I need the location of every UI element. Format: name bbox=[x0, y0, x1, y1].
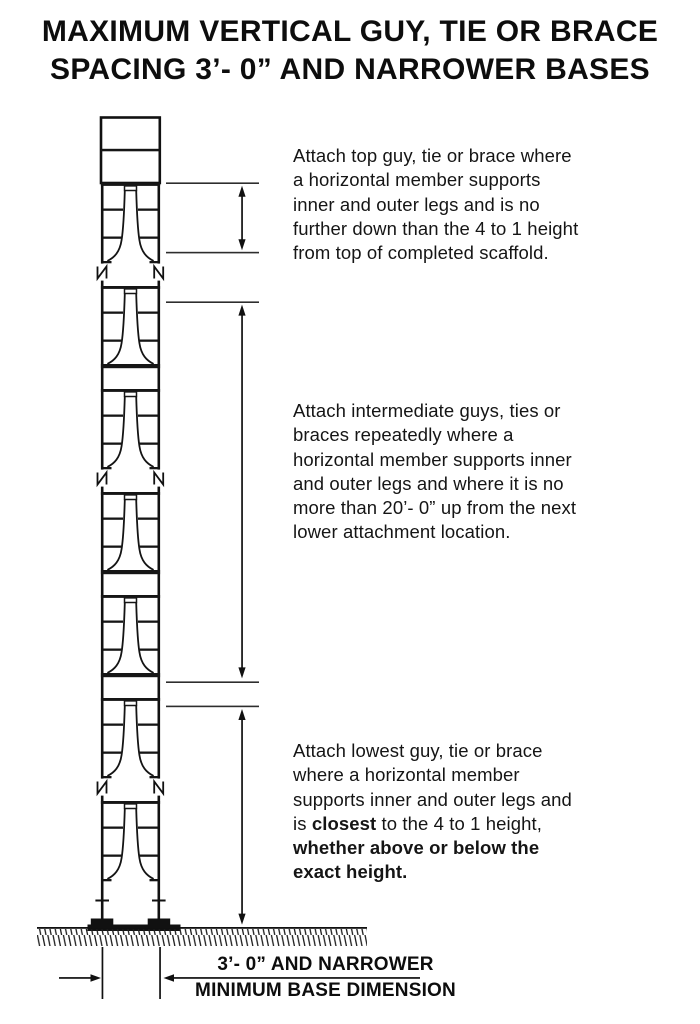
annotation-line: Attach lowest guy, tie or brace bbox=[293, 740, 543, 761]
base-extension-lines bbox=[101, 947, 161, 999]
annotation-line: whether above or below the bbox=[293, 837, 540, 859]
ground-line bbox=[37, 927, 367, 929]
annotation-line: horizontal member supports inner bbox=[293, 448, 572, 470]
annotation-line: lower attachment location. bbox=[293, 521, 511, 543]
page-title: MAXIMUM VERTICAL GUY, TIE OR BRACE SPACI… bbox=[0, 13, 700, 89]
page-title-line2: SPACING 3’- 0” AND NARROWER BASES bbox=[50, 53, 650, 86]
scaffold-frames bbox=[100, 182, 162, 880]
annotation-line: and outer legs and where it is no bbox=[293, 472, 564, 494]
annotation-line: braces repeatedly where a bbox=[293, 424, 514, 446]
base-dimension-label: 3’- 0” AND NARROWER bbox=[217, 954, 434, 975]
intermediate-dimension-arrow bbox=[238, 304, 246, 679]
annotation-lowest-guy: Attach lowest guy, tie or brace where a … bbox=[293, 739, 638, 885]
annotation-line: further down than the 4 to 1 height bbox=[293, 217, 579, 239]
attachment-level-lines bbox=[166, 182, 259, 708]
scaffold-top-cap bbox=[99, 116, 162, 185]
page-title-line1: MAXIMUM VERTICAL GUY, TIE OR BRACE bbox=[41, 15, 659, 48]
frame-corner-stubs bbox=[103, 261, 158, 882]
annotation-top-guy: Attach top guy, tie or brace where a hor… bbox=[293, 144, 638, 265]
base-plates bbox=[90, 918, 171, 925]
top-guy-dimension-arrow bbox=[238, 185, 246, 251]
minimum-base-label: MINIMUM BASE DIMENSION bbox=[195, 980, 456, 1001]
annotation-line: Attach top guy, tie or brace where bbox=[293, 145, 572, 166]
annotation-line: inner and outer legs and is no bbox=[293, 193, 540, 215]
annotation-line: Attach intermediate guys, ties or bbox=[293, 400, 561, 421]
frame-bearer-rails bbox=[100, 364, 161, 678]
annotation-line: more than 20’- 0” up from the next bbox=[293, 497, 577, 519]
scaffold-legs bbox=[100, 117, 161, 923]
ground-hatch bbox=[37, 929, 367, 946]
annotation-line: is closest to the 4 to 1 height, bbox=[293, 812, 543, 834]
screw-jack-ticks bbox=[95, 899, 166, 902]
base-width-arrow-left bbox=[59, 974, 101, 982]
lowest-guy-dimension-arrow bbox=[238, 709, 246, 925]
annotation-line: exact height. bbox=[293, 861, 408, 883]
base-width-arrow-right bbox=[163, 974, 420, 982]
annotation-intermediate-guys: Attach intermediate guys, ties or braces… bbox=[293, 399, 643, 545]
annotation-line: where a horizontal member bbox=[293, 764, 520, 786]
break-symbols bbox=[95, 263, 166, 796]
annotation-line: supports inner and outer legs and bbox=[293, 788, 572, 810]
annotation-line: from top of completed scaffold. bbox=[293, 242, 549, 264]
annotation-line: a horizontal member supports bbox=[293, 169, 541, 191]
